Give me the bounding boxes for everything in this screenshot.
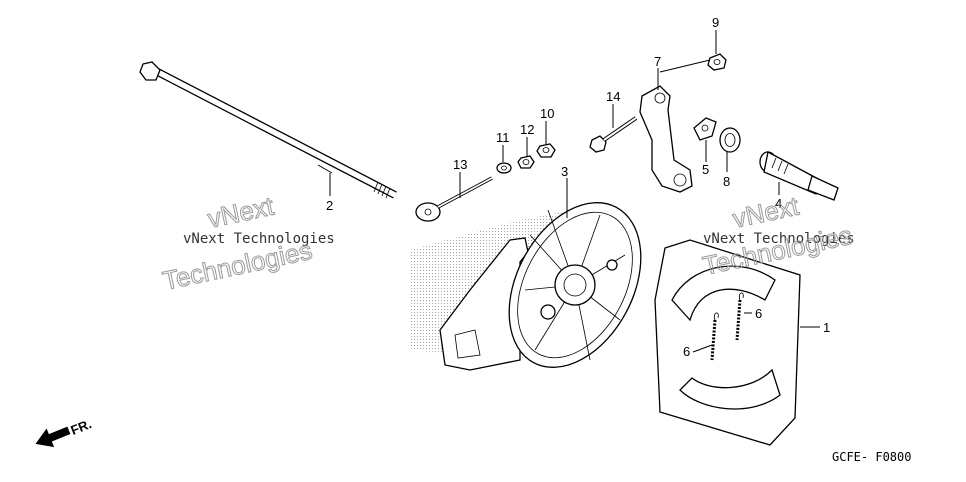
watermark-big-left-a: vNext (205, 191, 277, 234)
front-direction-arrow: FR. (35, 416, 94, 448)
callout-3: 3 (561, 164, 568, 179)
axle-shaft (139, 61, 397, 199)
watermark-big-right-a: vNext (730, 191, 802, 234)
adjuster-bolt (415, 176, 493, 222)
watermark-line-left: vNext Technologies (183, 231, 335, 247)
callout-10: 10 (540, 106, 554, 121)
arm-nut (707, 53, 727, 71)
wear-indicator-plate (693, 117, 717, 141)
felt-seal (719, 127, 741, 153)
callout-4: 4 (775, 196, 782, 211)
brake-arm (639, 85, 693, 193)
watermark-line-right: vNext Technologies (703, 231, 855, 247)
callout-8: 8 (723, 174, 730, 189)
callout-9: 9 (712, 15, 719, 30)
front-label: FR. (69, 416, 94, 438)
brake-shoe-set (654, 239, 801, 446)
callout-5: 5 (702, 162, 709, 177)
callout-2: 2 (326, 198, 333, 213)
callout-14: 14 (606, 89, 620, 104)
hex-nut (536, 143, 556, 158)
diagram-code: GCFE- F0800 (832, 450, 911, 464)
callout-6-upper: 6 (755, 306, 762, 321)
arm-bolt (589, 116, 638, 153)
callout-6-lower: 6 (683, 344, 690, 359)
callout-13: 13 (453, 157, 467, 172)
callout-1: 1 (823, 320, 830, 335)
callout-7: 7 (654, 54, 661, 69)
callout-12: 12 (520, 122, 534, 137)
brake-cam (759, 151, 839, 201)
leader-lines (317, 30, 820, 353)
callout-11: 11 (496, 130, 510, 145)
small-nut (517, 155, 535, 169)
brake-panel (439, 202, 642, 371)
callout-labels: 2 13 11 12 10 3 14 7 9 5 8 4 1 6 6 (326, 15, 830, 359)
small-washer (496, 162, 512, 174)
